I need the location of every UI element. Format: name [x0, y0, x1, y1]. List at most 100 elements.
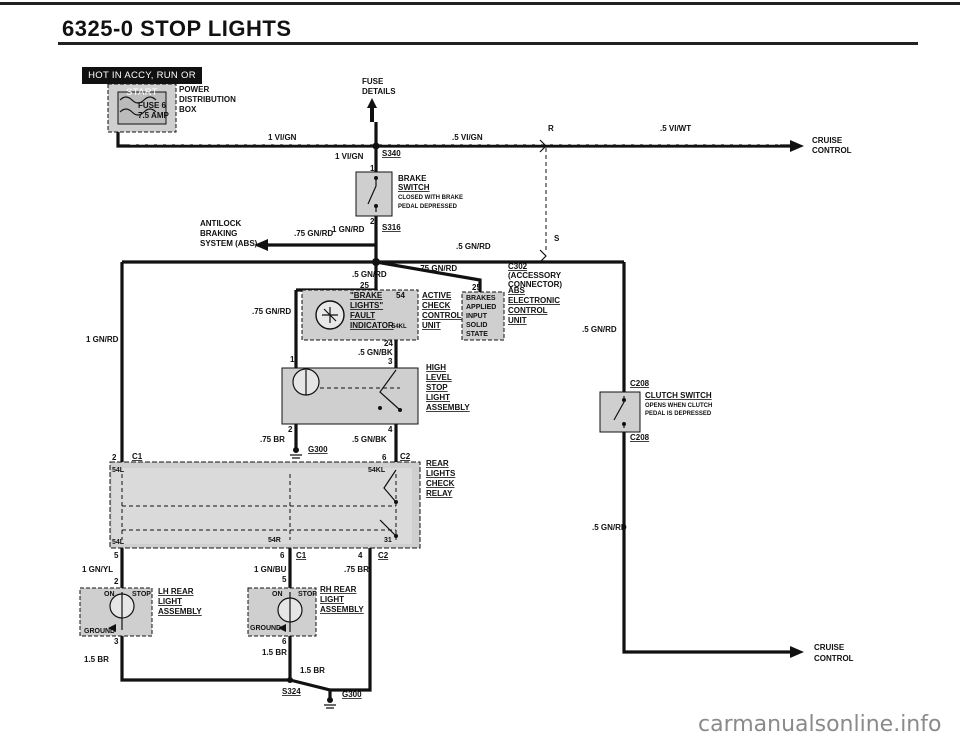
lh-pin-2: 2: [114, 577, 119, 586]
wire-15br-ground: [289, 678, 332, 700]
c302-label-1: C302: [508, 262, 528, 271]
c1-pin-5: 5: [114, 551, 119, 560]
wire-75br-rh: [330, 548, 372, 692]
s-label: S: [554, 234, 560, 243]
wire-label-75gnrd-abs: .75 GN/RD: [294, 229, 333, 238]
hl-pin-2: 2: [288, 425, 293, 434]
relay-pin-54l: 54L: [112, 467, 125, 474]
wire-to-abs-module: [375, 260, 482, 292]
antilock-label-1: ANTILOCK: [200, 219, 242, 228]
s316-label: S316: [382, 223, 401, 232]
lh-rear-label-1: LH REAR: [158, 587, 194, 596]
cruise-arrow-bottom-icon: [790, 646, 804, 658]
fuse-details-label-1: FUSE: [362, 77, 384, 86]
lh-rear-label-3: ASSEMBLY: [158, 607, 202, 616]
c302-label-3: CONNECTOR): [508, 280, 562, 289]
abs-ecu-label-4: UNIT: [508, 316, 527, 325]
fault-indicator-label-2: LIGHTS": [350, 301, 383, 310]
wire-label-75gnrd-left: .75 GN/RD: [252, 307, 291, 316]
rh-on-label: ON: [272, 591, 283, 598]
g300-top-label: G300: [308, 445, 328, 454]
brakes-applied-2: APPLIED: [466, 304, 496, 311]
wire-label-75br-g300: .75 BR: [260, 435, 285, 444]
cruise-control-top-2: CONTROL: [812, 146, 852, 155]
c208-top-label: C208: [630, 379, 650, 388]
antilock-label-3: SYSTEM (ABS): [200, 239, 258, 248]
wire-label-1gnrd-s316: 1 GN/RD: [332, 225, 365, 234]
high-level-label-1: HIGH: [426, 363, 446, 372]
wire-label-r: R: [548, 124, 554, 133]
wire-label-1gnrd-left: 1 GN/RD: [86, 335, 119, 344]
pin-25a: 25: [360, 281, 369, 290]
active-check-control-unit: "BRAKE LIGHTS" FAULT INDICATOR 54 54KL: [301, 289, 419, 341]
watermark: carmanualsonline.info: [698, 712, 942, 737]
hl-pin-1: 1: [290, 355, 295, 364]
brake-switch-label-1: BRAKE: [398, 174, 427, 183]
lh-stop-label: STOP: [132, 591, 151, 598]
wire-label-5gnbk-bottom: .5 GN/BK: [352, 435, 387, 444]
wire-label-5gnrd-module: .5 GN/RD: [352, 270, 387, 279]
c2-top-label: C2: [400, 452, 411, 461]
brake-pin-2: 2: [370, 217, 375, 226]
clutch-switch: [599, 391, 641, 433]
c1-top-label: C1: [132, 452, 143, 461]
brakes-applied-5: STATE: [466, 331, 488, 338]
active-check-label-1: ACTIVE: [422, 291, 452, 300]
wire-label-1gnyl: 1 GN/YL: [82, 565, 113, 574]
antilock-label-2: BRAKING: [200, 229, 237, 238]
c1-pin-6: 6: [280, 551, 285, 560]
s324-label: S324: [282, 687, 301, 696]
active-check-label-2: CHECK: [422, 301, 451, 310]
fuse-details-arrow-icon: [367, 98, 377, 122]
wire-label-5vign: .5 VI/GN: [452, 133, 483, 142]
rear-lights-label-4: RELAY: [426, 489, 453, 498]
c208-bottom-label: C208: [630, 433, 650, 442]
rear-lights-label-3: CHECK: [426, 479, 455, 488]
hot-banner: HOT IN ACCY, RUN OR START: [82, 67, 202, 98]
wire-15br-lh: [120, 636, 290, 682]
wire-top-main: [116, 132, 790, 148]
wire-label-1gnbu: 1 GN/BU: [254, 565, 287, 574]
power-distribution-box: FUSE 6 7.5 AMP POWER DISTRIBUTION BOX: [107, 83, 236, 133]
fuse-rating: 7.5 AMP: [138, 111, 169, 120]
wire-label-5gnrd-right: .5 GN/RD: [582, 325, 617, 334]
pin-54: 54: [396, 291, 405, 300]
cruise-control-bottom-1: CRUISE: [814, 643, 845, 652]
pin-25b: 25: [472, 283, 481, 292]
clutch-switch-label-1: CLUTCH SWITCH: [645, 391, 712, 400]
rh-stop-label: STOP: [298, 591, 317, 598]
high-level-label-5: ASSEMBLY: [426, 403, 470, 412]
wire-label-75gnrd-c302: .75 GN/RD: [418, 264, 457, 273]
abs-ecu-label-2: ELECTRONIC: [508, 296, 560, 305]
rh-rear-label-1: RH REAR: [320, 585, 357, 594]
wire-label-5gnrd-mid: .5 GN/RD: [456, 242, 491, 251]
abs-arrow-icon: [254, 239, 268, 251]
cruise-arrow-top-icon: [790, 140, 804, 152]
wire-label-1vign: 1 VI/GN: [268, 133, 297, 142]
splice-s324: [287, 677, 293, 683]
brake-switch-label-4: PEDAL DEPRESSED: [398, 204, 458, 210]
rh-rear-light: [247, 587, 317, 637]
fault-indicator-label-4: INDICATOR: [350, 321, 394, 330]
wire-label-75br-rh: .75 BR: [344, 565, 369, 574]
c1-bottom-label: C1: [296, 551, 307, 560]
fault-indicator-label-3: FAULT: [350, 311, 375, 320]
wire-label-15br-bottom: 1.5 BR: [300, 666, 325, 675]
abs-ecu-label-1: ABS: [508, 286, 526, 295]
relay-pin-31: 31: [384, 537, 392, 544]
clutch-switch-label-3: PEDAL IS DEPRESSED: [645, 411, 712, 417]
high-level-stop-light: [281, 367, 419, 425]
top-border: [0, 2, 960, 5]
fuse-details-label-2: DETAILS: [362, 87, 396, 96]
abs-control-unit: BRAKES APPLIED INPUT SOLID STATE: [461, 291, 505, 341]
title-divider: [58, 42, 918, 45]
cruise-control-top-1: CRUISE: [812, 136, 843, 145]
cruise-control-bottom-2: CONTROL: [814, 654, 854, 663]
rear-lights-label-1: REAR: [426, 459, 449, 468]
power-distribution-label-1: POWER: [179, 85, 209, 94]
c2-bottom-label: C2: [378, 551, 389, 560]
brakes-applied-4: SOLID: [466, 322, 487, 329]
pin-54kl: 54KL: [392, 324, 407, 330]
lh-pin-3: 3: [114, 637, 119, 646]
